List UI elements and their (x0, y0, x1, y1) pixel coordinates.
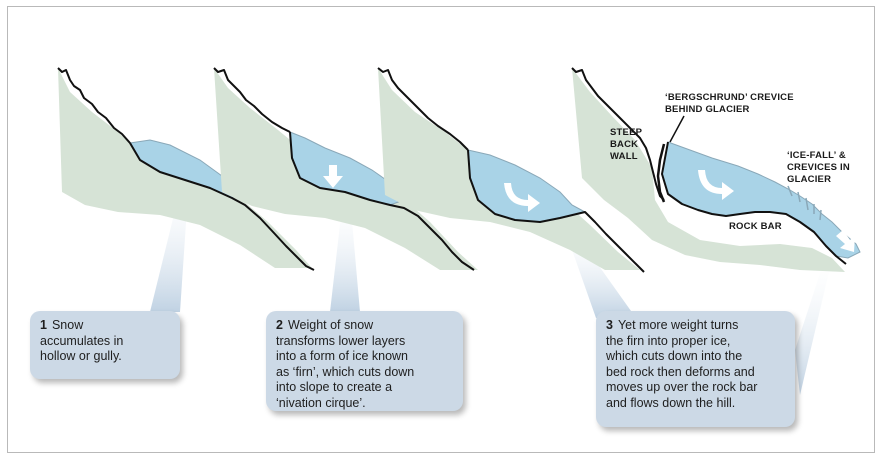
stage-3-slope (377, 67, 645, 273)
caption-number: 3 (606, 318, 613, 332)
stage-3-rock-line (377, 67, 645, 273)
diagram-frame (7, 6, 875, 453)
caption-number: 1 (40, 318, 47, 332)
stage-2-rock-line (213, 67, 475, 271)
flow-arrow-icon (836, 230, 855, 252)
pointer-icefall (795, 258, 832, 395)
stage-4-slope (571, 67, 861, 272)
caption-number: 2 (276, 318, 283, 332)
bergschrund-crevice (656, 143, 666, 203)
stage-1-rock-line (57, 67, 315, 271)
bergschrund-pointer-line (669, 115, 685, 143)
stage-4-rock-line (571, 67, 847, 265)
label-bergschrund: ‘BERGSCHRUND’ CREVICE BEHIND GLACIER (665, 92, 794, 115)
caption-text: Snow accumulates in hollow or gully. (40, 318, 124, 363)
pointer-stage-2 (330, 198, 360, 312)
label-rock-bar: ROCK BAR (729, 221, 782, 232)
caption-text: Yet more weight turns the firn into prop… (606, 318, 758, 410)
label-ice-fall: ‘ICE-FALL’ & CREVICES IN GLACIER (787, 150, 850, 185)
curved-arrow-icon (504, 183, 540, 212)
caption-text: Weight of snow transforms lower layers i… (276, 318, 415, 410)
arrow-down-icon (323, 165, 343, 188)
crevices (787, 185, 822, 221)
stage-1-slope (57, 67, 315, 271)
curved-arrow-icon (698, 170, 734, 200)
stage-2-slope (213, 67, 478, 271)
label-steep-back-wall: STEEP BACK WALL (610, 127, 643, 162)
